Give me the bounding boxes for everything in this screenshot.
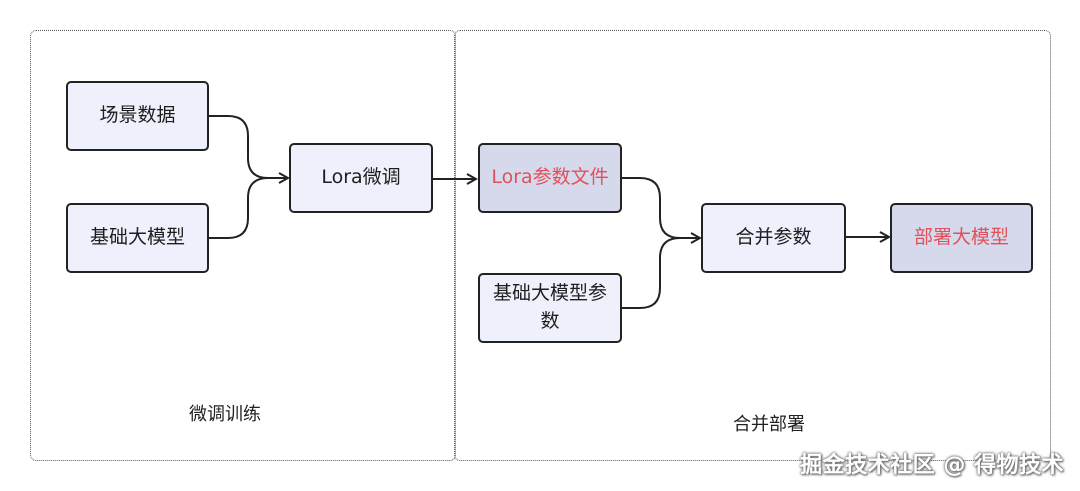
node-lora-finetune-label: Lora微调 — [321, 166, 401, 189]
node-base-model-params: 基础大模型参数 — [478, 273, 622, 343]
node-lora-param-file-label: Lora参数文件 — [491, 166, 609, 189]
node-scene-data: 场景数据 — [66, 81, 209, 151]
finetune-training-label: 微调训练 — [189, 404, 261, 425]
watermark-text: 掘金技术社区 @ 得物技术 — [800, 453, 1064, 478]
merge-deploy-group — [454, 30, 1051, 461]
node-merge-params: 合并参数 — [701, 203, 846, 273]
node-deploy-model: 部署大模型 — [890, 203, 1033, 273]
node-base-model-params-label: 基础大模型参数 — [492, 282, 607, 332]
node-base-model: 基础大模型 — [66, 203, 209, 273]
node-lora-finetune: Lora微调 — [289, 143, 433, 213]
merge-deploy-label: 合并部署 — [733, 414, 805, 435]
finetune-training-group — [30, 30, 456, 461]
node-base-model-label: 基础大模型 — [89, 226, 185, 249]
node-lora-param-file: Lora参数文件 — [478, 143, 622, 213]
node-deploy-model-label: 部署大模型 — [913, 226, 1009, 249]
node-merge-params-label: 合并参数 — [735, 226, 812, 249]
node-scene-data-label: 场景数据 — [99, 104, 176, 127]
